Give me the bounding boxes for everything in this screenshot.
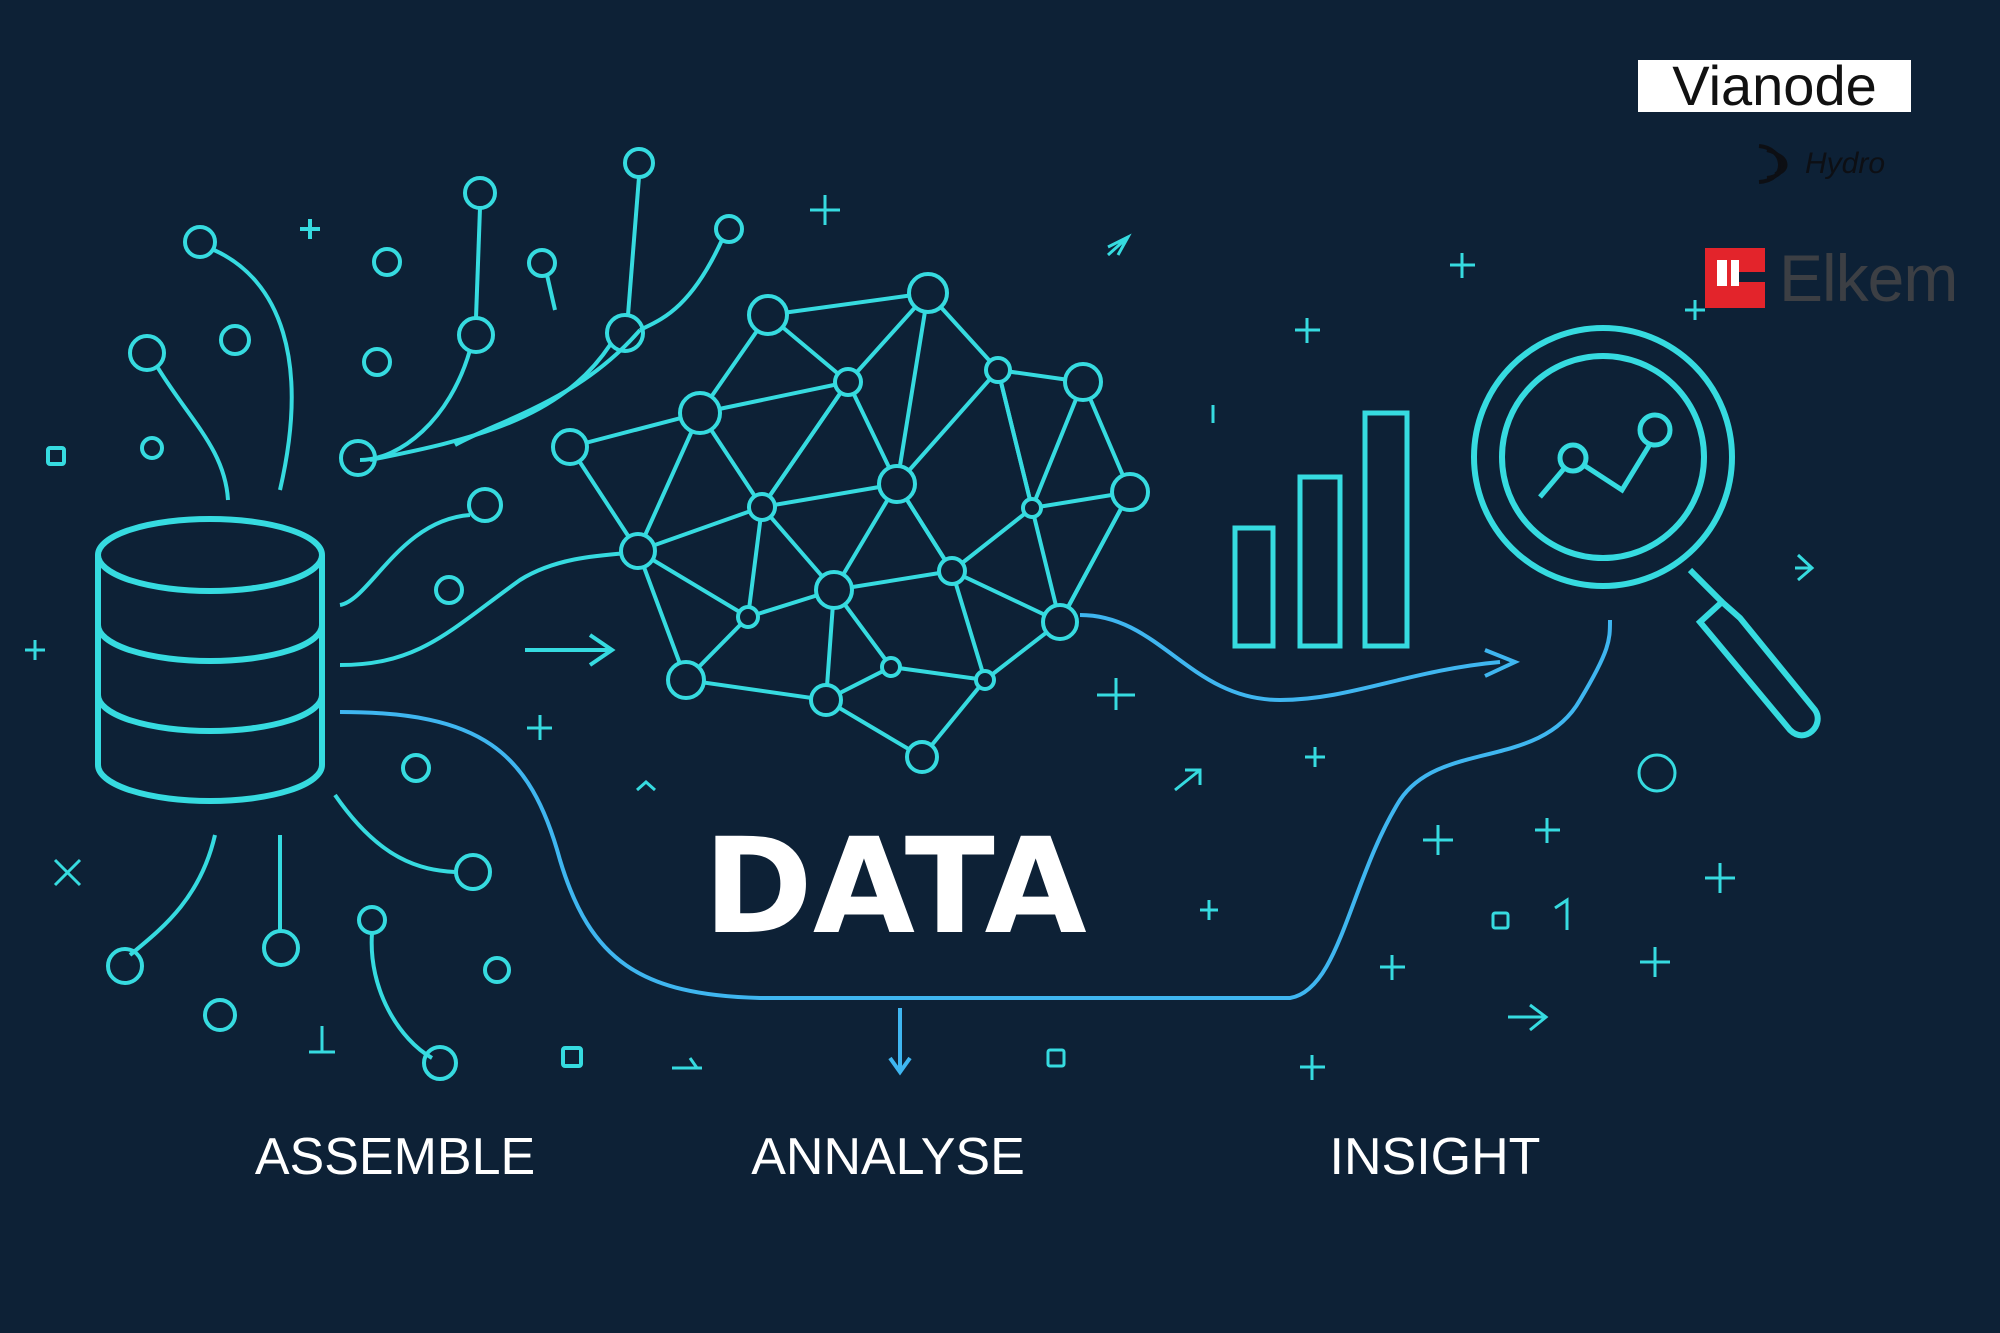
database-icon: [95, 516, 325, 804]
stage-label-insight: INSIGHT: [1330, 1128, 1541, 1186]
network-graph-icon: [551, 272, 1150, 774]
elkem-logo-text: Elkem: [1779, 241, 1958, 315]
hydro-mark-icon: [1758, 144, 1788, 184]
elkem-mark-icon: [1705, 248, 1765, 308]
stage-label-annalyse: ANNALYSE: [751, 1128, 1025, 1186]
hydro-logo: Hydro: [1755, 142, 1885, 186]
hydro-logo-text: Hydro: [1805, 147, 1886, 180]
decorative-marks: [527, 195, 1815, 1080]
magnifier-trend-icon: [1471, 325, 1821, 739]
stage-label-assemble: ASSEMBLE: [255, 1128, 535, 1186]
flow-lines: [339, 550, 1612, 1076]
elkem-logo: Elkem: [1695, 241, 1958, 315]
diagram-title: DATA: [703, 810, 1086, 964]
source-nodes-top: [46, 147, 744, 607]
vianode-logo-text: Vianode: [1672, 60, 1877, 112]
source-nodes-bottom: [25, 640, 702, 1081]
vianode-logo: Vianode: [1638, 60, 1911, 112]
bar-chart-icon: [1211, 405, 1410, 649]
